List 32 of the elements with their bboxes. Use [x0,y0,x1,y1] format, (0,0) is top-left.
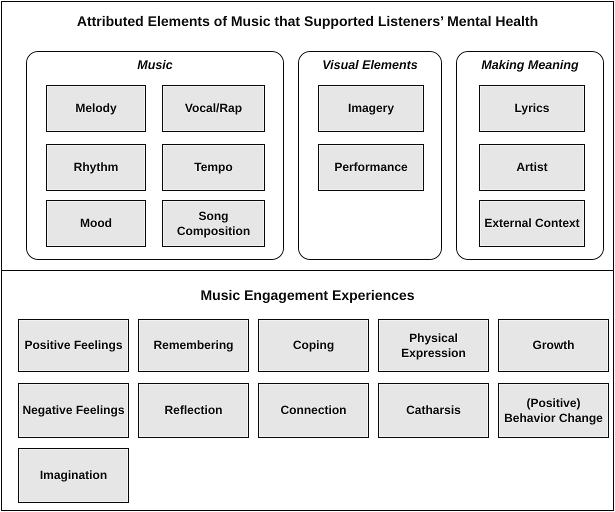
element-box: Song Composition [162,200,265,247]
element-box: Rhythm [46,144,146,191]
section-panel [1,270,614,511]
element-box: Artist [479,144,585,191]
element-box: Growth [498,319,609,372]
group-title: Making Meaning [480,58,580,72]
element-box: Reflection [138,383,249,438]
group-title: Visual Elements [321,58,419,72]
element-box: Coping [258,319,369,372]
element-box: Lyrics [479,85,585,132]
element-box: Performance [318,144,424,191]
element-box: (Positive) Behavior Change [498,383,609,438]
element-box: Connection [258,383,369,438]
element-box: Positive Feelings [18,319,129,372]
category-group [26,51,284,260]
element-box: Tempo [162,144,265,191]
category-group [456,51,604,260]
element-box: Vocal/Rap [162,85,265,132]
element-box: Imagination [18,448,129,503]
element-box: External Context [479,200,585,247]
element-box: Physical Expression [378,319,489,372]
element-box: Imagery [318,85,424,132]
section-panel [1,1,614,271]
element-box: Catharsis [378,383,489,438]
element-box: Mood [46,200,146,247]
element-box: Remembering [138,319,249,372]
group-title: Music [136,58,174,72]
element-box: Negative Feelings [18,383,129,438]
section-title: Attributed Elements of Music that Supported Listeners’ Mental Health [76,13,540,29]
element-box: Melody [46,85,146,132]
category-group [298,51,442,260]
section-title: Music Engagement Experiences [200,287,416,303]
